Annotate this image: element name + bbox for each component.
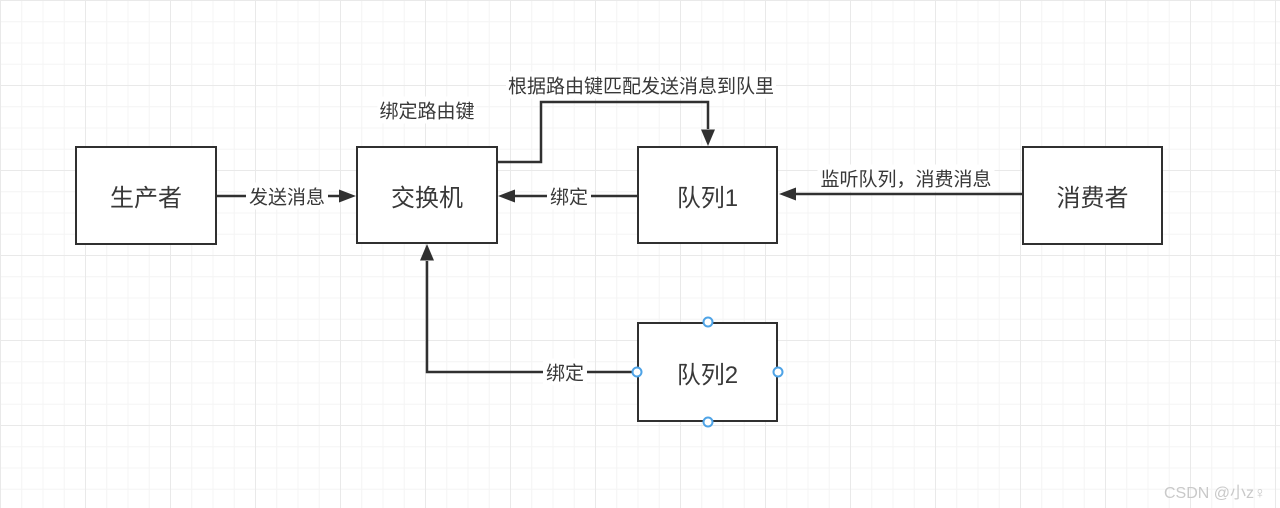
edge-route-to-queue1-label[interactable]: 根据路由键匹配发送消息到队里 (505, 71, 777, 99)
connection-point-left[interactable] (631, 366, 643, 378)
edge-bind-queue2-label[interactable]: 绑定 (542, 358, 588, 386)
node-consumer-label: 消费者 (1056, 185, 1129, 212)
node-exchange-label: 交换机 (391, 184, 463, 212)
edge-listen-queue[interactable] (779, 187, 1022, 201)
node-consumer[interactable]: 消费者 (1022, 146, 1163, 245)
connection-point-top[interactable] (702, 316, 713, 328)
node-producer[interactable]: 生产者 (75, 146, 217, 245)
node-exchange[interactable]: 交换机 (356, 146, 498, 244)
csdn-watermark: CSDN @小z♀ (1163, 485, 1266, 502)
node-queue2[interactable]: 队列2 (637, 322, 778, 422)
edge-listen-queue-label[interactable]: 监听队列，消费消息 (817, 164, 995, 192)
connection-point-bottom[interactable] (702, 416, 713, 428)
edge-route-to-queue1[interactable] (498, 100, 715, 164)
edge-bind-queue2[interactable] (420, 244, 637, 374)
edge-bind-queue1-label[interactable]: 绑定 (546, 182, 592, 210)
node-queue1-label: 队列1 (676, 184, 739, 212)
edge-send-message-label[interactable]: 发送消息 (245, 182, 329, 210)
node-queue1[interactable]: 队列1 (637, 146, 778, 244)
annotation-bind-routing-key[interactable]: 绑定路由键 (377, 96, 477, 124)
node-producer-label: 生产者 (110, 185, 182, 212)
node-queue2-label: 队列2 (676, 361, 739, 389)
connection-point-right[interactable] (772, 366, 784, 378)
